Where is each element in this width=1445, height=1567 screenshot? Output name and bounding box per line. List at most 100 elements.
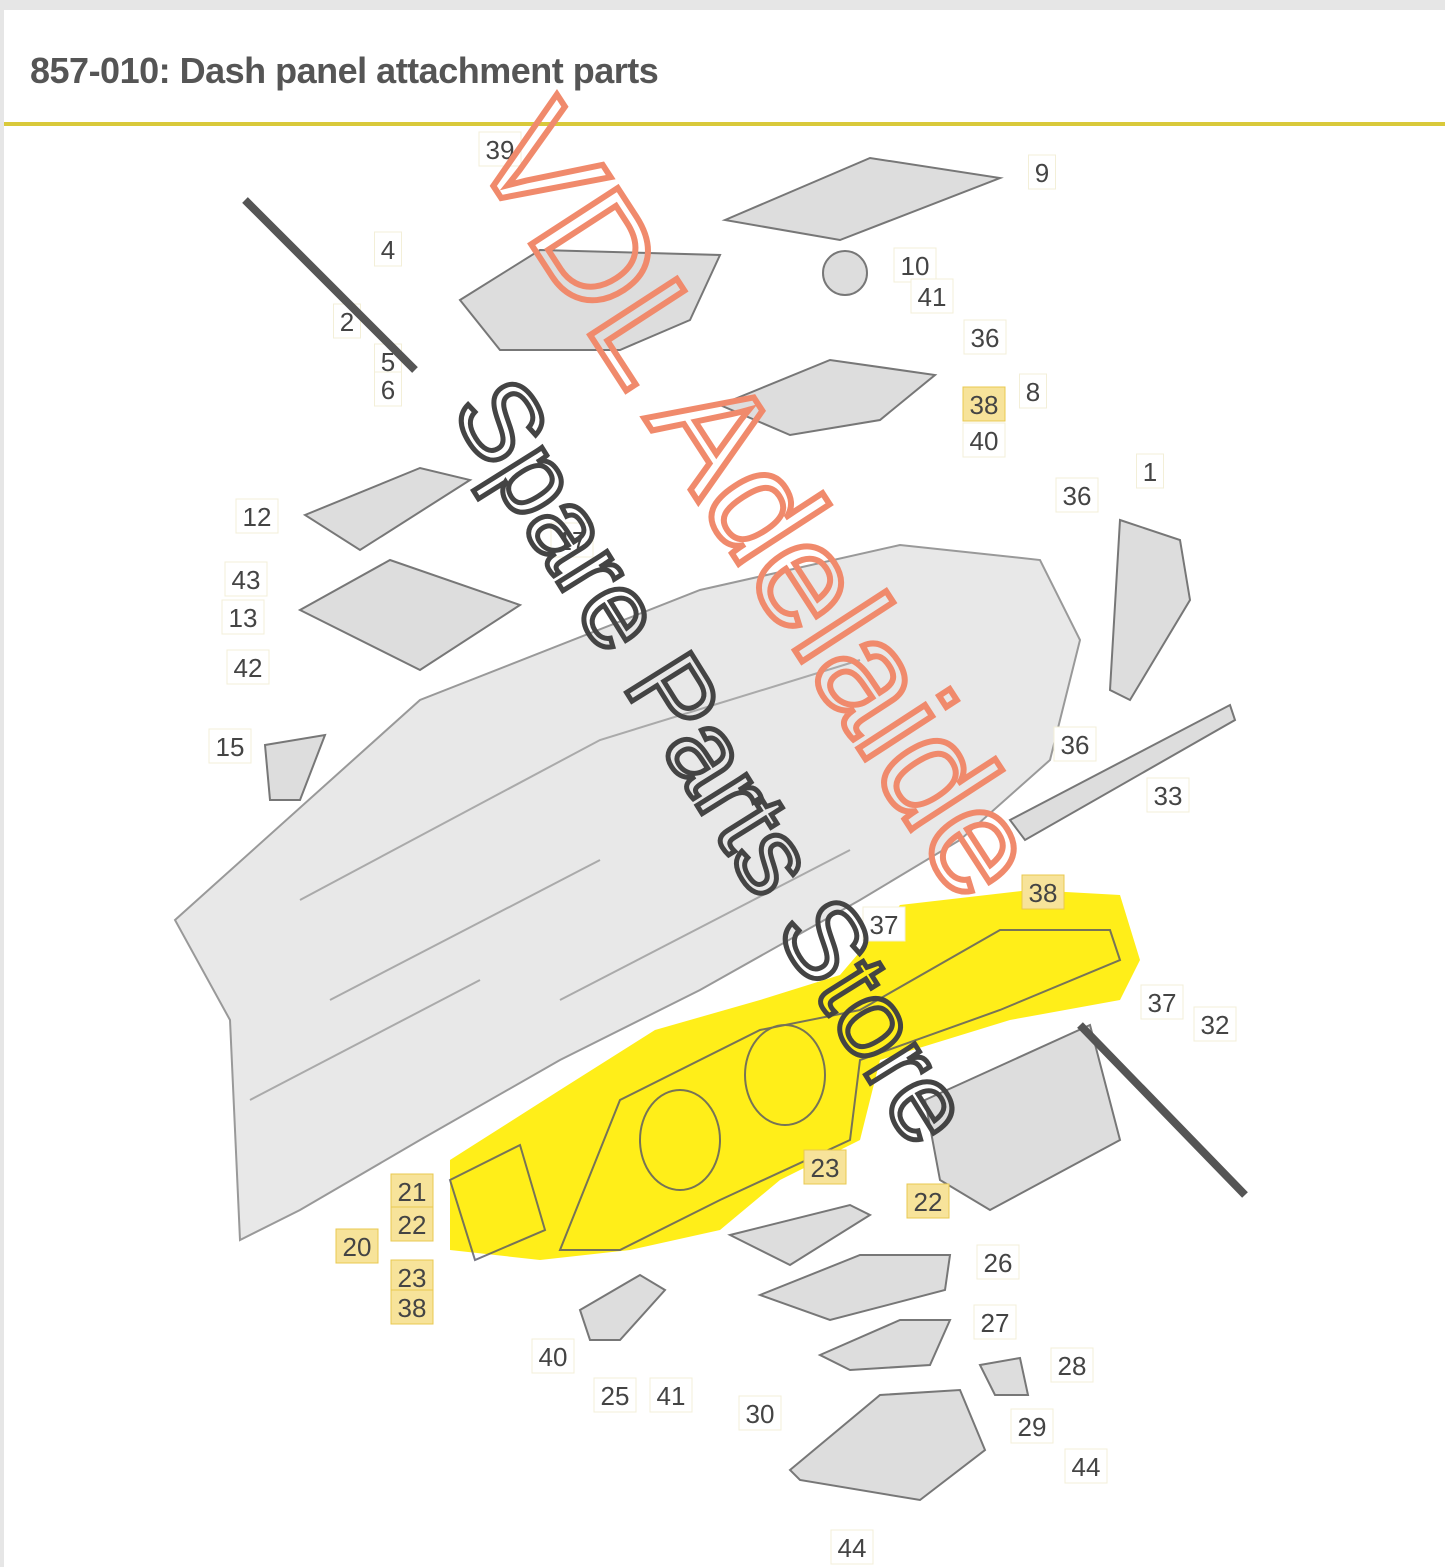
callout-number-15: 15	[216, 732, 245, 762]
callout-box	[208, 728, 252, 764]
callout-box	[390, 1206, 434, 1242]
callout-number-40: 40	[539, 1342, 568, 1372]
callout-box	[973, 1304, 1017, 1340]
callout-box	[390, 1289, 434, 1325]
callout-number-22: 22	[914, 1187, 943, 1217]
callout-box	[962, 422, 1006, 458]
part-2-airbag	[458, 248, 722, 351]
callout-box	[803, 1149, 847, 1185]
callout-number-13: 13	[229, 603, 258, 633]
callout-box	[550, 522, 594, 558]
callout-box	[963, 319, 1007, 355]
part-13-glovebox	[297, 558, 523, 672]
callout-number-6: 6	[381, 375, 395, 405]
callout-box	[593, 1377, 637, 1413]
callout-number-25: 25	[601, 1381, 630, 1411]
watermark-stroke	[1077, 1022, 1248, 1198]
callout-box	[390, 1173, 434, 1209]
callout-box	[862, 906, 906, 942]
callout-number-8: 8	[1026, 377, 1040, 407]
callout-box	[649, 1377, 693, 1413]
callout-box	[1019, 373, 1047, 409]
part-29-lower-cover	[788, 1388, 987, 1502]
callout-number-37: 37	[870, 910, 899, 940]
callout-number-30: 30	[746, 1399, 775, 1429]
callout-number-38: 38	[1029, 878, 1058, 908]
part-25-switch	[578, 1273, 667, 1341]
part-15-vent	[263, 733, 327, 801]
title-divider	[4, 122, 1445, 126]
callout-number-9: 9	[1035, 158, 1049, 188]
callout-box	[531, 1338, 575, 1374]
callout-box	[235, 498, 279, 534]
callout-box	[976, 1244, 1020, 1280]
callout-number-38: 38	[398, 1293, 427, 1323]
callout-box	[1053, 726, 1097, 762]
callout-number-2: 2	[340, 307, 354, 337]
callout-number-23: 23	[398, 1263, 427, 1293]
callout-number-44: 44	[1072, 1452, 1101, 1482]
callout-number-32: 32	[1201, 1010, 1230, 1040]
callout-number-27: 27	[981, 1308, 1010, 1338]
callout-number-39: 39	[486, 135, 515, 165]
part-9-cover	[721, 156, 1004, 242]
dash-panel-detail	[249, 659, 861, 1101]
callout-number-40: 40	[970, 426, 999, 456]
callout-box	[1050, 1347, 1094, 1383]
callout-box	[335, 1228, 379, 1264]
callout-box	[390, 1259, 434, 1295]
part-12-trim	[302, 466, 473, 552]
callout-number-44: 44	[838, 1533, 867, 1563]
part-22-cover	[727, 1203, 873, 1267]
part-8-bracket	[717, 358, 938, 437]
highlight-region	[450, 890, 1140, 1260]
page-title: 857-010: Dash panel attachment parts	[30, 50, 659, 91]
callout-number-41: 41	[657, 1381, 686, 1411]
callout-number-12: 12	[243, 502, 272, 532]
callout-box	[221, 599, 265, 635]
callout-number-28: 28	[1058, 1351, 1087, 1381]
cluster-surround	[448, 929, 1122, 1262]
part-10-speaker	[822, 250, 868, 296]
part-27-panel	[817, 1319, 952, 1372]
callout-box	[1193, 1006, 1237, 1042]
callout-number-23: 23	[811, 1153, 840, 1183]
callout-box	[224, 561, 268, 597]
callout-number-33: 33	[1154, 781, 1183, 811]
part-26-column-cover	[757, 1254, 952, 1322]
callout-number-10: 10	[901, 251, 930, 281]
callout-number-1: 1	[1143, 457, 1157, 487]
callout-number-29: 29	[1018, 1412, 1047, 1442]
callout-number-22: 22	[398, 1210, 427, 1240]
callout-number-20: 20	[343, 1232, 372, 1262]
callout-number-36: 36	[971, 323, 1000, 353]
callout-box	[1055, 477, 1099, 513]
callout-box	[1136, 453, 1164, 489]
dash-panel	[173, 543, 1082, 1242]
callout-number-36: 36	[1063, 481, 1092, 511]
callout-box	[1146, 777, 1190, 813]
callout-box	[478, 131, 522, 167]
part-32-center-trim	[923, 1023, 1122, 1212]
callout-box	[1021, 874, 1065, 910]
callout-box	[374, 231, 402, 267]
callout-number-4: 4	[381, 235, 395, 265]
callout-box	[962, 386, 1006, 422]
part-1-speaker-grille	[1108, 518, 1192, 702]
callout-box	[830, 1529, 874, 1565]
callout-box	[226, 649, 270, 685]
callout-number-36: 36	[1061, 730, 1090, 760]
callout-number-43: 43	[232, 565, 261, 595]
callout-box	[738, 1395, 782, 1431]
callout-box	[374, 371, 402, 407]
callout-number-26: 26	[984, 1248, 1013, 1278]
callout-number-21: 21	[398, 1177, 427, 1207]
callout-box	[906, 1183, 950, 1219]
callout-box	[910, 278, 954, 314]
callout-box	[1028, 154, 1056, 190]
callout-number-5: 5	[381, 347, 395, 377]
callout-number-41: 41	[918, 282, 947, 312]
part-33-trim-strip	[1008, 703, 1237, 842]
